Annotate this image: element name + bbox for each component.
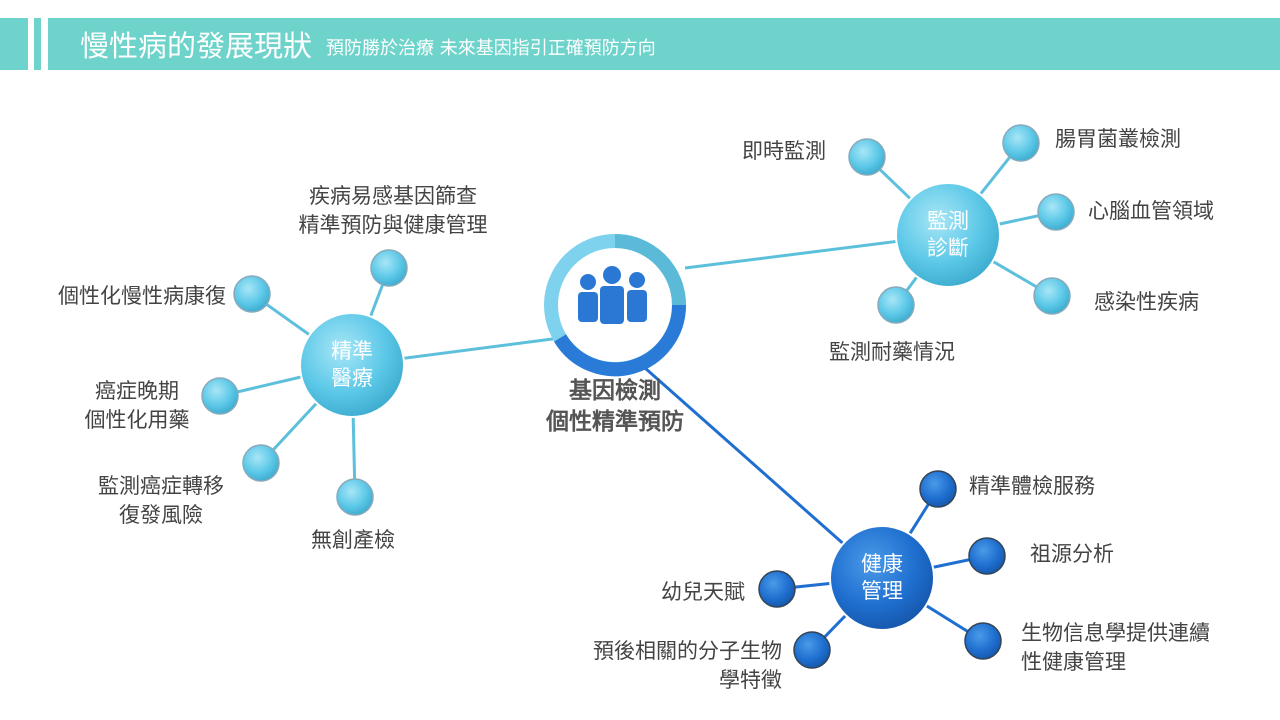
hub-precision-medicine[interactable] [299,312,405,418]
hub-label-precision: 精準醫療 [302,338,402,392]
header-bar [48,18,1280,70]
label-line: 性健康管理 [1021,650,1126,674]
header: 慢性病的發展現狀 預防勝於治療 未來基因指引正確預防方向 [80,18,656,70]
label-line: 復發風險 [119,503,203,527]
node[interactable] [877,286,915,324]
hub-label-monitor: 監測診斷 [898,208,998,262]
hub-health-management[interactable] [829,525,935,631]
node-label: 感染性疾病 [1094,290,1199,314]
page-title: 慢性病的發展現狀 [80,29,313,63]
node-label: 心腦血管領域 [1088,199,1214,223]
node[interactable] [233,275,271,313]
node[interactable] [848,138,886,176]
center-label-line: 個性精準預防 [546,409,684,435]
hub-text: 管理 [861,579,903,603]
label-line: 個性化用藥 [84,408,190,432]
node-label: 疾病易感基因篩查精準預防與健康管理 [273,182,513,240]
node-label: 幼兒天賦 [661,580,745,604]
node[interactable] [793,631,831,669]
center-ring [544,234,687,377]
hub-text: 診斷 [927,236,969,260]
node[interactable] [336,478,374,516]
node[interactable] [919,470,957,508]
node[interactable] [1037,193,1075,231]
page-subtitle: 預防勝於治療 未來基因指引正確預防方向 [326,38,656,59]
node-label: 腸胃菌叢檢測 [1055,127,1181,151]
node[interactable] [1033,277,1071,315]
hub-monitoring-diagnosis[interactable] [895,182,1001,288]
people-group-icon [578,266,647,324]
hub-label-health: 健康管理 [832,551,932,605]
label-line: 預後相關的分子生物 [593,639,782,663]
node[interactable] [370,249,408,287]
node-label: 監測癌症轉移復發風險 [81,472,241,530]
node-label: 祖源分析 [1030,542,1114,566]
label-line: 精準預防與健康管理 [298,213,488,237]
node[interactable] [1002,124,1040,162]
label-line: 學特徵 [719,668,782,692]
center-label-line: 基因檢測 [569,378,661,404]
node-label: 精準體檢服務 [969,474,1095,498]
node-label: 預後相關的分子生物學特徵 [540,637,782,695]
label-line: 生物信息學提供連續 [1021,621,1210,645]
node-label: 個性化慢性病康復 [58,284,226,308]
hub-text: 精準 [331,339,373,363]
header-accent-bar [34,18,41,70]
node[interactable] [201,377,239,415]
node-label: 癌症晚期個性化用藥 [57,377,217,435]
node-label: 生物信息學提供連續性健康管理 [1021,619,1210,677]
label-line: 疾病易感基因篩查 [309,184,477,208]
node-label: 無創產檢 [311,528,395,552]
node[interactable] [758,570,796,608]
node[interactable] [964,622,1002,660]
header-accent-bar [0,18,28,70]
hub-text: 監測 [927,209,969,233]
hub-text: 健康 [861,552,903,576]
node-label: 即時監測 [742,139,826,163]
node-label: 監測耐藥情況 [829,340,955,364]
label-line: 癌症晚期 [95,379,179,403]
node[interactable] [242,444,280,482]
hub-text: 醫療 [331,366,373,390]
label-line: 監測癌症轉移 [98,474,224,498]
node[interactable] [968,537,1006,575]
center-label: 基因檢測 個性精準預防 [515,376,715,438]
